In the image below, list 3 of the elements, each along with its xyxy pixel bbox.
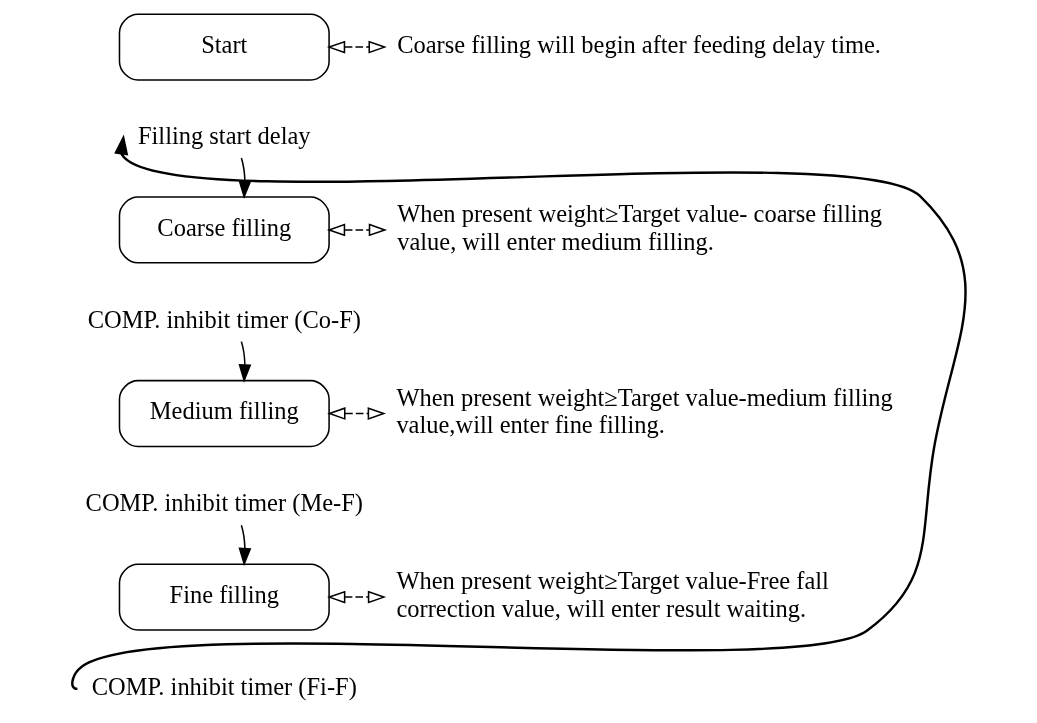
node-box: Start	[118, 13, 330, 81]
node-text: Coarse filling will begin after feeding delay time.	[396, 30, 881, 58]
arrow	[326, 40, 387, 54]
